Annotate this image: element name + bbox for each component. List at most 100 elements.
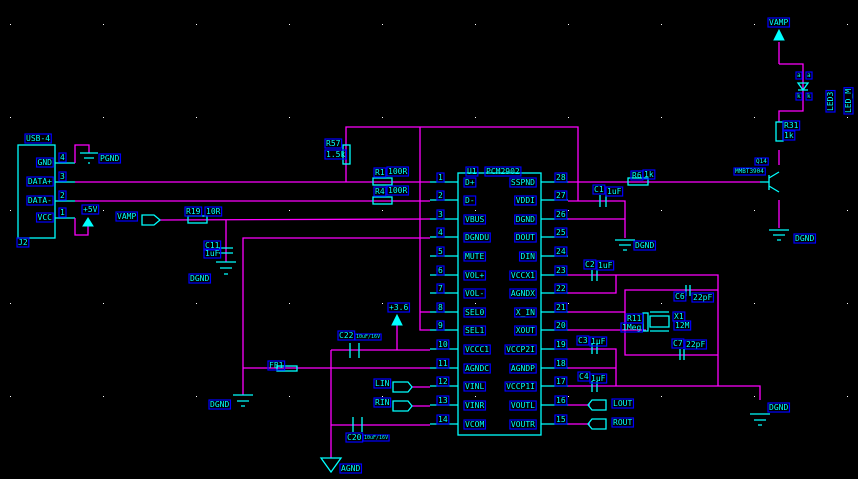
label-r19: R19 bbox=[186, 207, 201, 216]
pin-number: 21 bbox=[556, 303, 566, 312]
led-diode bbox=[796, 82, 810, 92]
label-box bbox=[463, 177, 477, 188]
pin-number: 9 bbox=[438, 321, 443, 330]
label-box bbox=[805, 92, 813, 101]
label-box bbox=[463, 344, 491, 355]
label-box bbox=[324, 138, 343, 149]
label-box bbox=[436, 414, 450, 425]
pin-number: 5 bbox=[438, 247, 443, 256]
label-led-m: LED_M bbox=[844, 89, 853, 113]
label-box bbox=[554, 246, 568, 257]
label-box bbox=[203, 248, 222, 259]
label-box bbox=[554, 339, 568, 350]
capacitor-c3 bbox=[591, 343, 598, 354]
label-box bbox=[554, 172, 568, 183]
grid-dot bbox=[10, 24, 11, 25]
label-box bbox=[267, 360, 286, 371]
label-r4: R4 bbox=[375, 187, 385, 196]
label-dgnd: DGND bbox=[190, 274, 209, 283]
label-box bbox=[463, 232, 491, 243]
label-r6-value: 1k bbox=[644, 170, 654, 179]
ground-dgnd3 bbox=[615, 239, 635, 251]
label-box bbox=[673, 320, 692, 331]
pin-name: AGNDP bbox=[511, 364, 535, 373]
label-dgnd: DGND bbox=[795, 234, 814, 243]
grid-dot bbox=[847, 210, 848, 211]
label-box bbox=[436, 302, 445, 313]
label-q14-part: MMBT3904 bbox=[735, 168, 764, 175]
label-box bbox=[754, 157, 769, 166]
label-box bbox=[58, 171, 67, 182]
label-box bbox=[436, 283, 445, 294]
grid-dot bbox=[196, 24, 197, 25]
resistor-r57 bbox=[342, 144, 351, 165]
label-box bbox=[58, 207, 67, 218]
label-r4-value: 100R bbox=[388, 186, 407, 195]
grid-dot bbox=[847, 303, 848, 304]
grid-dot bbox=[196, 303, 197, 304]
pin-number: 17 bbox=[556, 377, 566, 386]
label-box bbox=[795, 71, 803, 80]
label-c3-value: 1uF bbox=[591, 337, 606, 346]
label-q14: Q14 bbox=[756, 158, 767, 165]
grid-dot bbox=[103, 303, 104, 304]
ic-u1[interactable]: U1 PCM2902 1D+2D-3VBUS4DGNDU5MUTE6VOL+7V… bbox=[430, 166, 568, 436]
grid-dot bbox=[754, 24, 755, 25]
label-box bbox=[463, 251, 487, 262]
pin-left[interactable]: 1D+ bbox=[430, 172, 477, 188]
grid-dot bbox=[661, 210, 662, 211]
pin-name: DGND bbox=[516, 215, 535, 224]
port-rin bbox=[392, 400, 413, 412]
grid-dot bbox=[754, 210, 755, 211]
pin-left[interactable]: 2D- bbox=[430, 190, 477, 206]
label-box bbox=[463, 307, 487, 318]
label-box bbox=[684, 339, 708, 350]
label-box bbox=[58, 152, 67, 163]
label-r57: R57 bbox=[326, 139, 341, 148]
capacitor-c7 bbox=[679, 349, 685, 360]
label-box bbox=[354, 333, 382, 341]
grid-dot bbox=[289, 210, 290, 211]
label-box bbox=[436, 227, 445, 238]
label-box bbox=[35, 157, 54, 168]
label-c3: C3 bbox=[578, 336, 588, 345]
grid-dot bbox=[475, 210, 476, 211]
ground-dgnd5 bbox=[769, 229, 789, 241]
components bbox=[80, 28, 810, 474]
pin-right[interactable]: 21X_IN bbox=[514, 302, 568, 318]
label-5v: +5V bbox=[83, 205, 98, 214]
pin-number: 1 bbox=[60, 208, 65, 217]
label-box bbox=[673, 291, 687, 302]
